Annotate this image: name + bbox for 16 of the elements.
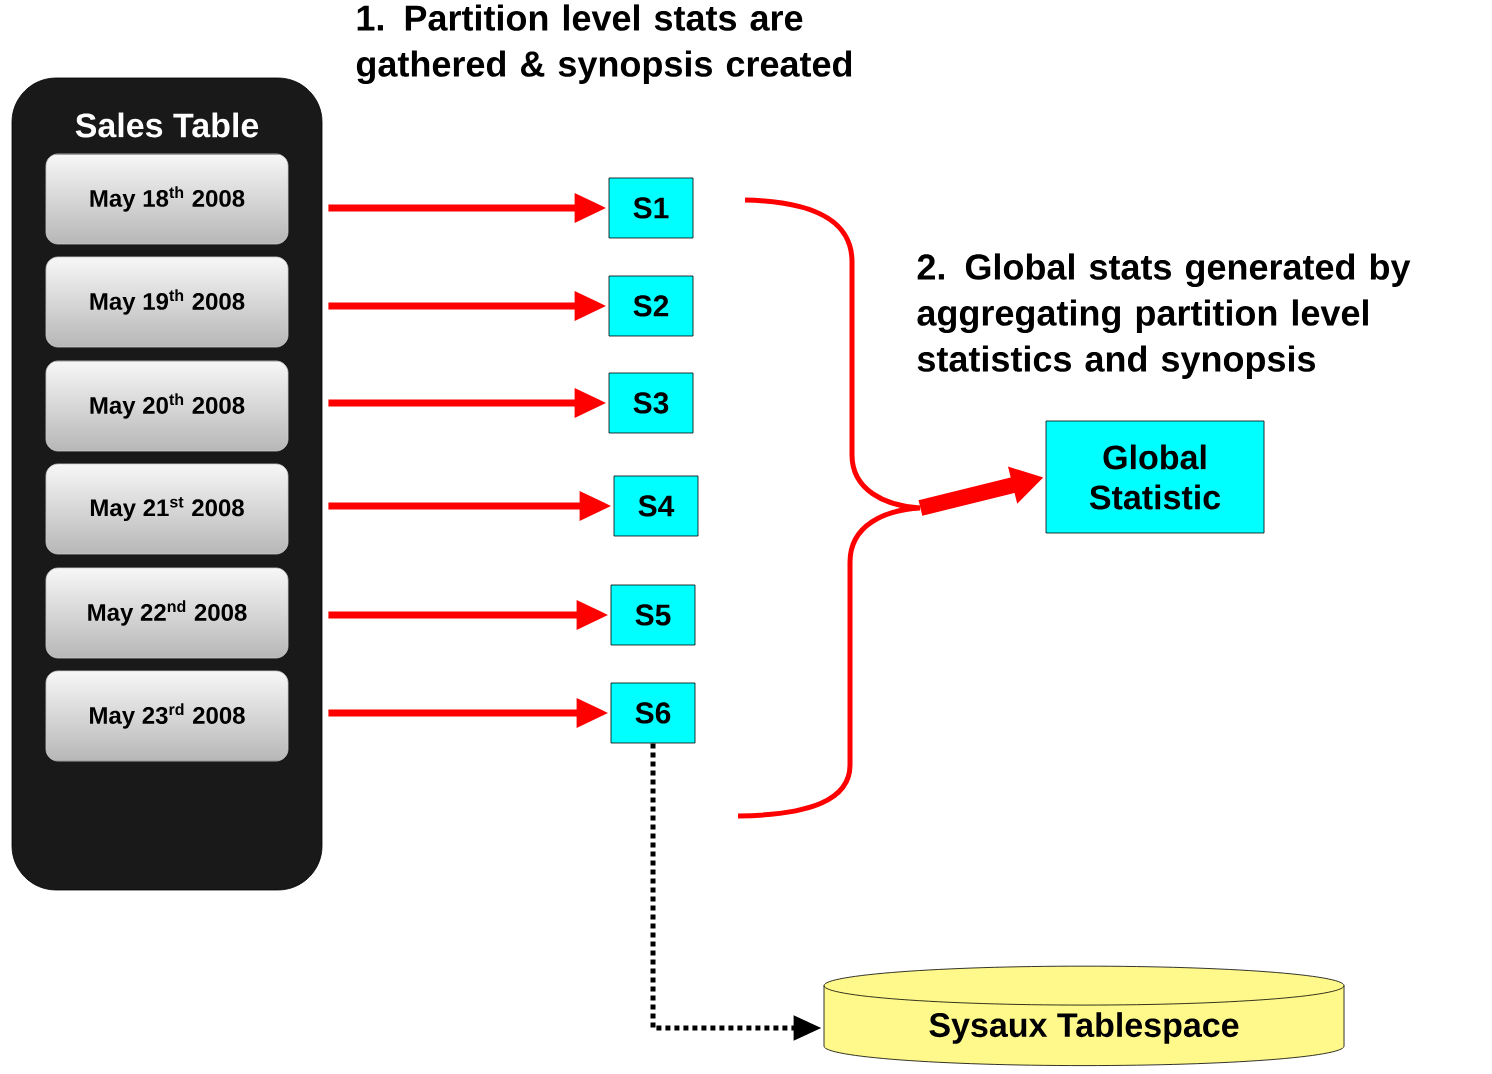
database-cylinder: Sysaux Tablespace [823, 965, 1345, 1066]
note-box: S3 [608, 372, 694, 434]
note-box: S6 [610, 682, 696, 744]
partition-box: May 18$^{th}$ 2008 [45, 153, 289, 245]
note-box: S4 [613, 475, 699, 537]
step-note: 2. Global stats generated by aggregating partition level statistics and synopsis [917, 253, 1411, 379]
partition-box: May 20$^{th}$ 2008 [45, 360, 289, 452]
note-box: S2 [608, 275, 694, 337]
partition-box: May 21$^{st}$ 2008 [45, 463, 289, 555]
note-box: S1 [608, 177, 694, 239]
partition-box: May 22$^{nd}$ 2008 [45, 567, 289, 659]
step-note: 1. Partition level stats are gathered & synopsis created [356, 4, 852, 85]
partition-box: May 19$^{th}$ 2008 [45, 256, 289, 348]
note-box: S5 [610, 584, 696, 646]
note-box: Global Statistic [1045, 420, 1265, 534]
partition-box: May 23$^{rd}$ 2008 [45, 670, 289, 762]
